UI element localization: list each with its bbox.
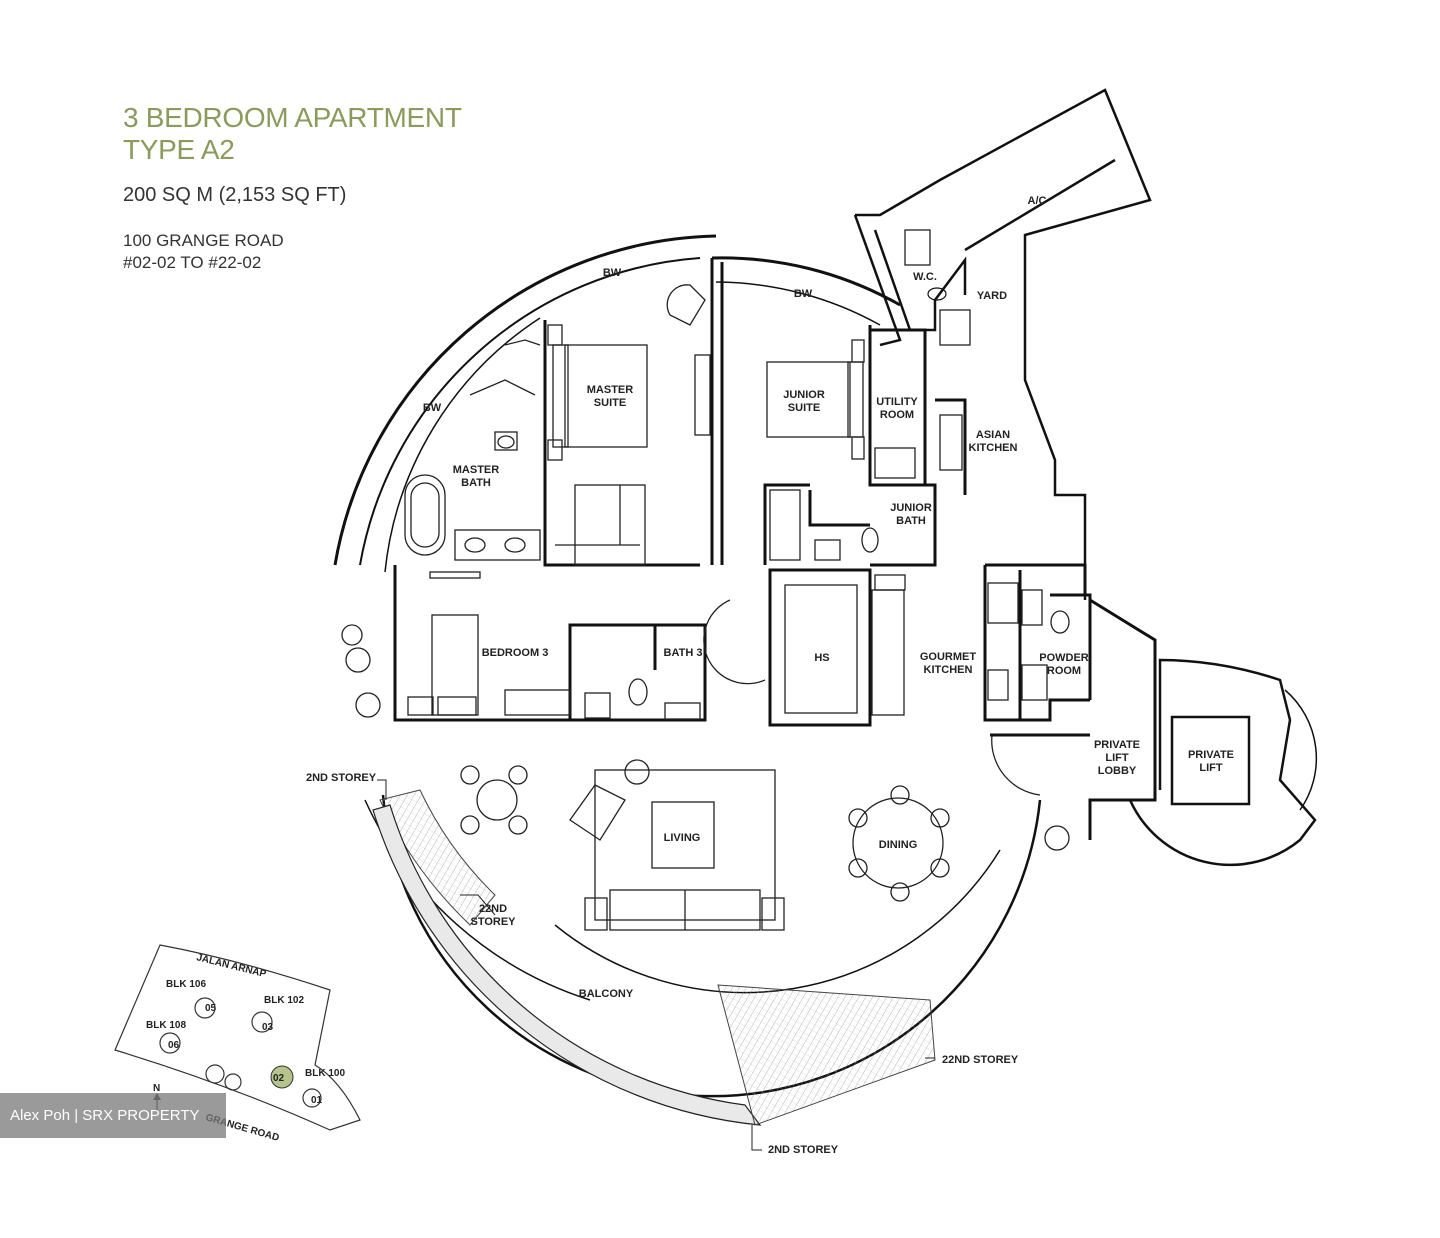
label-22nd-storey-right: 22ND STOREY (942, 1054, 1019, 1066)
label-utility-2: ROOM (880, 409, 914, 421)
label-bw-1: BW (603, 267, 622, 279)
map-blk-106: BLK 106 (166, 979, 206, 990)
label-master-suite-2: SUITE (594, 397, 626, 409)
label-bw-3: BW (423, 402, 442, 414)
dining-furniture (848, 785, 1070, 902)
address-line2: #02-02 TO #22-02 (123, 253, 262, 272)
label-powder-2: ROOM (1047, 665, 1081, 677)
label-junior-bath-2: BATH (896, 515, 926, 527)
label-22nd-storey-left-2: STOREY (470, 916, 516, 928)
junior-suite-furniture (766, 339, 963, 591)
label-master-bath-1: MASTER (453, 464, 500, 476)
bedroom3-furniture (341, 571, 701, 720)
kitchen-fixtures (703, 582, 1070, 796)
living-furniture (460, 759, 785, 931)
label-hs: HS (814, 652, 829, 664)
plan-address: 100 GRANGE ROAD #02-02 TO #22-02 (123, 230, 284, 274)
map-unit-05: 05 (205, 1003, 217, 1014)
outer-walls (333, 234, 1042, 1098)
label-junior-bath-1: JUNIOR (890, 502, 932, 514)
address-line1: 100 GRANGE ROAD (123, 231, 284, 250)
label-junior-suite-1: JUNIOR (783, 389, 825, 401)
label-gourmet-kitchen-2: KITCHEN (924, 664, 973, 676)
label-yard: YARD (977, 290, 1007, 302)
label-master-bath-2: BATH (461, 477, 491, 489)
master-suite-furniture (547, 284, 711, 566)
map-north-label: N (153, 1083, 160, 1094)
lift-shaft (1128, 658, 1318, 867)
label-private-lift-1: PRIVATE (1188, 749, 1234, 761)
label-utility-1: UTILITY (876, 396, 918, 408)
label-lift-lobby-3: LOBBY (1098, 765, 1137, 777)
plan-area: 200 SQ M (2,153 SQ FT) (123, 184, 347, 206)
label-balcony: BALCONY (579, 988, 634, 1000)
label-junior-suite-2: SUITE (788, 402, 820, 414)
master-bath-fixtures (404, 339, 541, 561)
plan-title: 3 BEDROOM APARTMENT TYPE A2 (123, 102, 462, 166)
label-lift-lobby-1: PRIVATE (1094, 739, 1140, 751)
internal-walls (393, 258, 1157, 840)
service-wing (853, 88, 1152, 600)
storey-leaders (377, 779, 935, 1151)
label-master-suite-1: MASTER (587, 384, 634, 396)
plan-title-line2: TYPE A2 (123, 134, 235, 165)
label-powder-1: POWDER (1039, 652, 1089, 664)
map-unit-06: 06 (168, 1040, 180, 1051)
map-unit-01: 01 (311, 1095, 323, 1106)
label-gourmet-kitchen-1: GOURMET (920, 651, 977, 663)
label-dining: DINING (879, 839, 918, 851)
map-blk-108: BLK 108 (146, 1020, 186, 1031)
map-unit-02: 02 (273, 1073, 285, 1084)
label-2nd-storey-bottom: 2ND STOREY (768, 1144, 839, 1156)
label-22nd-storey-left-1: 22ND (479, 903, 507, 915)
label-lift-lobby-2: LIFT (1105, 752, 1128, 764)
label-living: LIVING (664, 832, 701, 844)
label-2nd-storey-left: 2ND STOREY (306, 772, 377, 784)
label-bath-3: BATH 3 (664, 647, 703, 659)
watermark: Alex Poh | SRX PROPERTY (0, 1093, 226, 1138)
map-road-top: JALAN ARNAP (195, 952, 267, 980)
map-blk-102: BLK 102 (264, 995, 304, 1006)
label-wc: W.C. (913, 271, 937, 283)
highlight-unit-marker (270, 1065, 294, 1089)
label-asian-kitchen-1: ASIAN (976, 429, 1010, 441)
label-bw-2: BW (794, 288, 813, 300)
map-unit-03: 03 (262, 1022, 274, 1033)
plan-title-line1: 3 BEDROOM APARTMENT (123, 102, 462, 133)
overhang-right (717, 984, 936, 1126)
map-blk-100: BLK 100 (305, 1068, 345, 1079)
label-asian-kitchen-2: KITCHEN (969, 442, 1018, 454)
label-private-lift-2: LIFT (1199, 762, 1222, 774)
label-ac: A/C (1028, 195, 1047, 207)
label-bedroom-3: BEDROOM 3 (482, 647, 549, 659)
